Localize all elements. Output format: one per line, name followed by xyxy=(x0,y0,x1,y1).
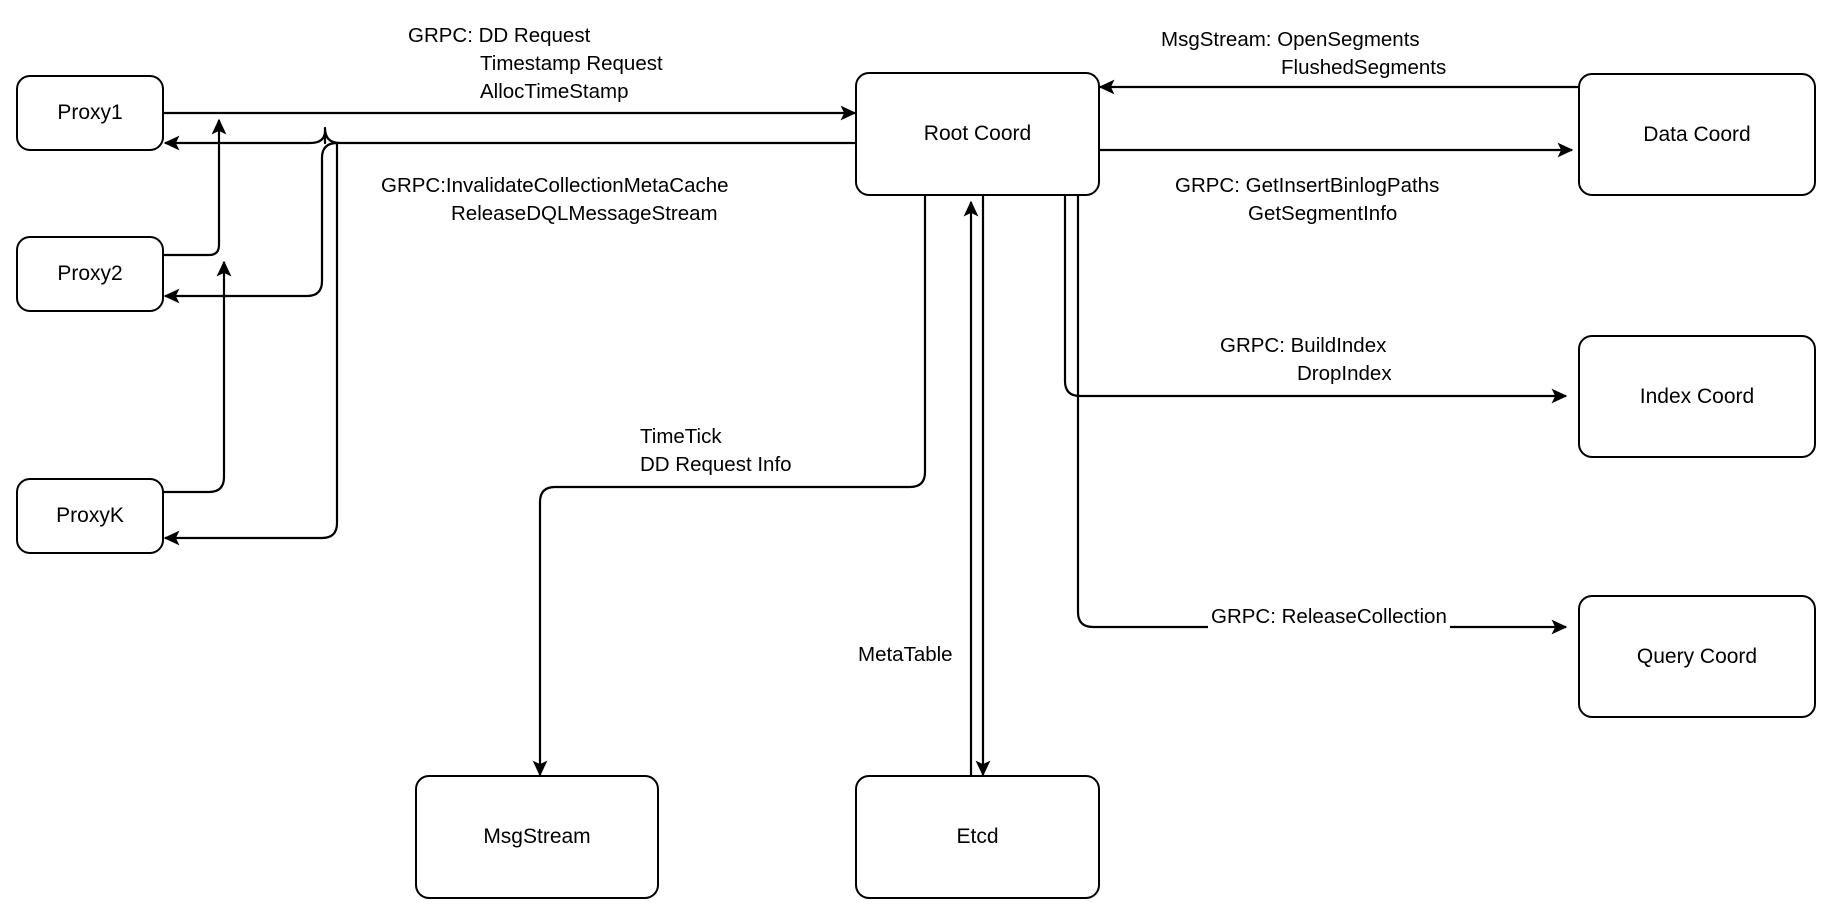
edge-label-line: GRPC: ReleaseCollection xyxy=(1211,605,1447,628)
edge-rootcoord-to-indexcoord xyxy=(1063,195,1568,404)
edge-label-line: TimeTick xyxy=(640,425,722,448)
edge-label-line: DropIndex xyxy=(1297,362,1392,385)
node-proxy2-label: Proxy2 xyxy=(57,262,123,286)
node-proxy1[interactable]: Proxy1 xyxy=(16,75,164,151)
edge-label-rootcoord-to-proxy: GRPC:InvalidateCollectionMetaCache Relea… xyxy=(378,172,732,228)
edge-rootcoord-to-querycoord xyxy=(1076,195,1568,635)
node-index-coord[interactable]: Index Coord xyxy=(1578,335,1816,458)
node-root-coord[interactable]: Root Coord xyxy=(855,72,1100,196)
edge-proxyk-to-riser xyxy=(160,260,232,494)
node-query-coord-label: Query Coord xyxy=(1636,644,1758,668)
node-data-coord-label: Data Coord xyxy=(1643,122,1751,146)
edge-label-rootcoord-to-querycoord: GRPC: ReleaseCollection xyxy=(1208,603,1450,631)
node-msg-stream[interactable]: MsgStream xyxy=(415,775,659,899)
edge-rootcoord-to-proxyk xyxy=(163,142,339,546)
edge-label-line: GRPC: DD Request xyxy=(408,24,591,47)
edge-label-line: GRPC: BuildIndex xyxy=(1220,334,1387,357)
edge-rootcoord-to-proxy2 xyxy=(163,141,338,304)
edge-label-line: GRPC:InvalidateCollectionMetaCache xyxy=(381,174,729,197)
edge-label-rootcoord-to-msgstream: TimeTick DD Request Info xyxy=(637,423,795,479)
node-root-coord-label: Root Coord xyxy=(923,122,1032,146)
edge-label-datacoord-to-rootcoord: MsgStream: OpenSegments FlushedSegments xyxy=(1158,26,1450,82)
node-proxyk[interactable]: ProxyK xyxy=(16,478,164,554)
edge-label-line: DD Request Info xyxy=(640,453,792,476)
edge-label-line: GRPC: GetInsertBinlogPaths xyxy=(1175,174,1440,197)
edge-label-line: Timestamp Request xyxy=(480,52,663,75)
edge-label-line: MetaTable xyxy=(858,643,953,666)
node-proxy1-label: Proxy1 xyxy=(57,101,123,125)
node-query-coord[interactable]: Query Coord xyxy=(1578,595,1816,718)
edge-label-line: AllocTimeStamp xyxy=(480,80,629,103)
edge-label-rootcoord-to-etcd: MetaTable xyxy=(855,641,956,669)
node-data-coord[interactable]: Data Coord xyxy=(1578,73,1816,196)
node-etcd[interactable]: Etcd xyxy=(855,775,1100,899)
edge-label-line: ReleaseDQLMessageStream xyxy=(451,202,718,225)
edge-label-line: GetSegmentInfo xyxy=(1248,202,1398,225)
edge-label-rootcoord-to-datacoord: GRPC: GetInsertBinlogPaths GetSegmentInf… xyxy=(1172,172,1443,228)
node-proxy2[interactable]: Proxy2 xyxy=(16,236,164,312)
edge-label-line: FlushedSegments xyxy=(1281,56,1447,79)
edge-rootcoord-to-msgstream xyxy=(532,195,927,777)
node-index-coord-label: Index Coord xyxy=(1639,384,1755,408)
edge-proxy2-to-riser xyxy=(160,118,227,257)
edge-rootcoord-to-proxy1 xyxy=(163,126,855,151)
edge-label-line: MsgStream: OpenSegments xyxy=(1161,28,1420,51)
edge-label-proxy-to-rootcoord: GRPC: DD Request Timestamp Request Alloc… xyxy=(405,22,666,106)
node-proxyk-label: ProxyK xyxy=(56,504,124,528)
node-etcd-label: Etcd xyxy=(956,825,999,849)
edge-label-rootcoord-to-indexcoord: GRPC: BuildIndex DropIndex xyxy=(1217,332,1395,388)
node-msg-stream-label: MsgStream xyxy=(483,825,591,849)
